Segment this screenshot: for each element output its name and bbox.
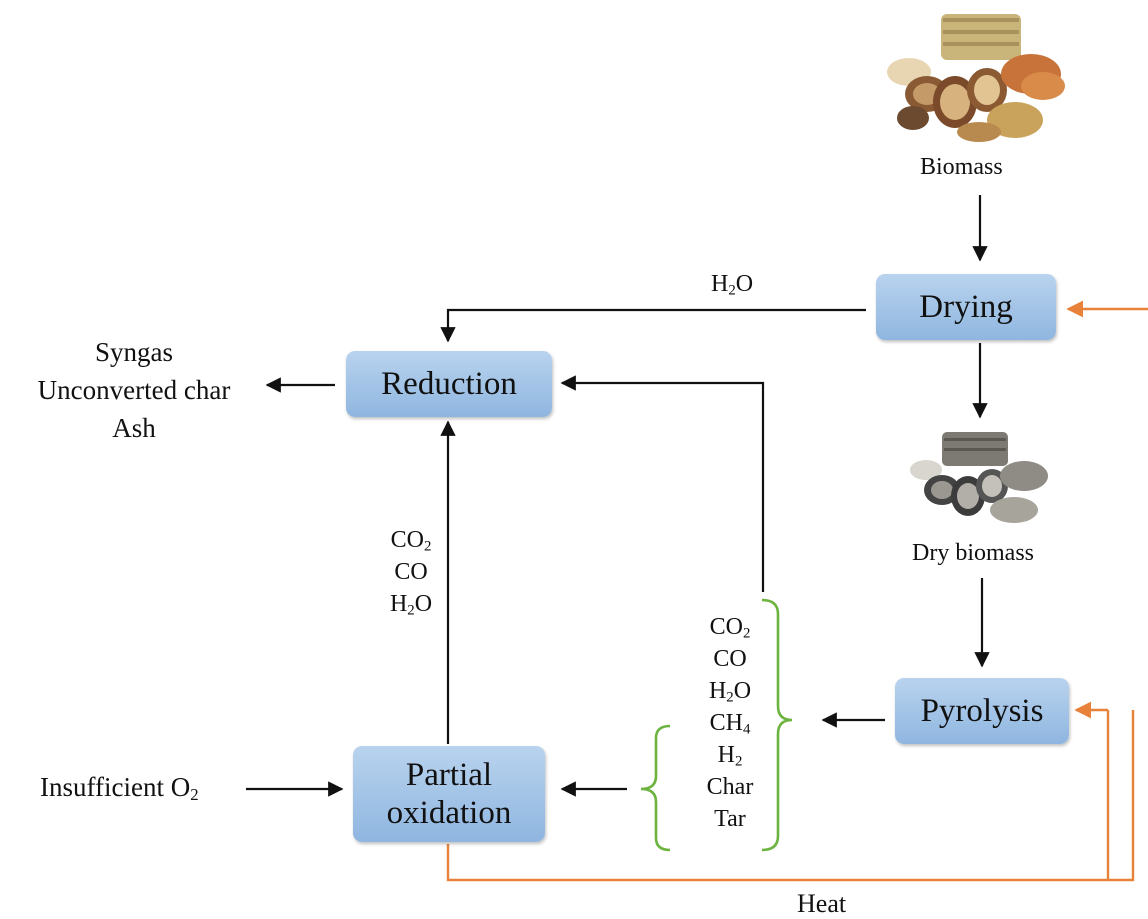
pyrolysis-product-char: Char — [706, 774, 754, 800]
biomass-image — [887, 14, 1065, 142]
dry-biomass-label: Dry biomass — [912, 540, 1034, 566]
output-syngas: Syngas — [94, 337, 173, 367]
partial-oxidation-line1: Partial — [405, 757, 493, 793]
pyrolysis-product-h2: H2 — [717, 742, 743, 770]
arrow-volatiles-to-reduction — [560, 375, 765, 592]
heat-loop-line — [446, 710, 1135, 882]
pyrolysis-product-tar: Tar — [714, 806, 746, 832]
insufficient-oxygen-label: Insufficient O2 — [40, 772, 199, 805]
output-ash: Ash — [112, 413, 156, 443]
pyrolysis-box: Pyrolysis — [895, 678, 1069, 744]
oxidation-product-co2: CO2 — [390, 527, 432, 555]
partial-oxidation-line2: oxidation — [386, 795, 512, 831]
biomass-label: Biomass — [920, 154, 1003, 180]
partial-oxidation-box: Partial oxidation — [353, 746, 545, 842]
reduction-outputs: Syngas Unconverted char Ash — [8, 333, 260, 447]
heat-label: Heat — [797, 889, 847, 918]
dry-biomass-image — [910, 432, 1048, 523]
pyrolysis-product-ch4: CH4 — [709, 710, 751, 738]
oxidation-products: CO2 CO H2O — [378, 524, 444, 620]
pyrolysis-product-co2: CO2 — [709, 614, 751, 642]
output-unconverted-char: Unconverted char — [37, 375, 231, 405]
char-tar-bracket — [640, 724, 671, 852]
h2o-feed-label: H2O — [711, 271, 754, 299]
drying-box: Drying — [876, 274, 1056, 340]
reduction-box: Reduction — [346, 351, 552, 417]
pyrolysis-products: CO2 CO H2O CH4 H2 Char Tar — [690, 611, 770, 835]
pyrolysis-product-co: CO — [713, 646, 747, 672]
pyrolysis-product-h2o: H2O — [708, 678, 752, 706]
pyrolysis-products-bracket — [761, 598, 793, 852]
oxidation-product-co: CO — [394, 559, 428, 585]
oxidation-product-h2o: H2O — [389, 591, 433, 619]
arrow-drying-to-reduction — [440, 308, 866, 343]
